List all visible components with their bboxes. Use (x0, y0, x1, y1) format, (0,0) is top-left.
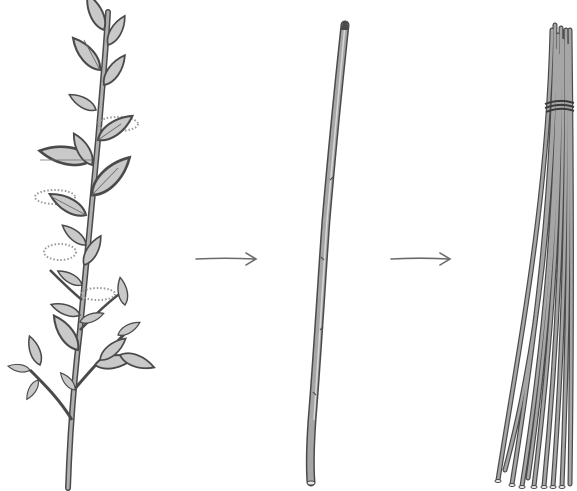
bundle-icon (495, 25, 574, 489)
arrow-right-icon (196, 253, 256, 265)
bundle-rods (498, 25, 572, 486)
willow-branch-icon (7, 0, 156, 488)
willow-leaves (7, 0, 156, 401)
arrow-right-icon (391, 253, 450, 265)
rod-icon (307, 22, 349, 485)
